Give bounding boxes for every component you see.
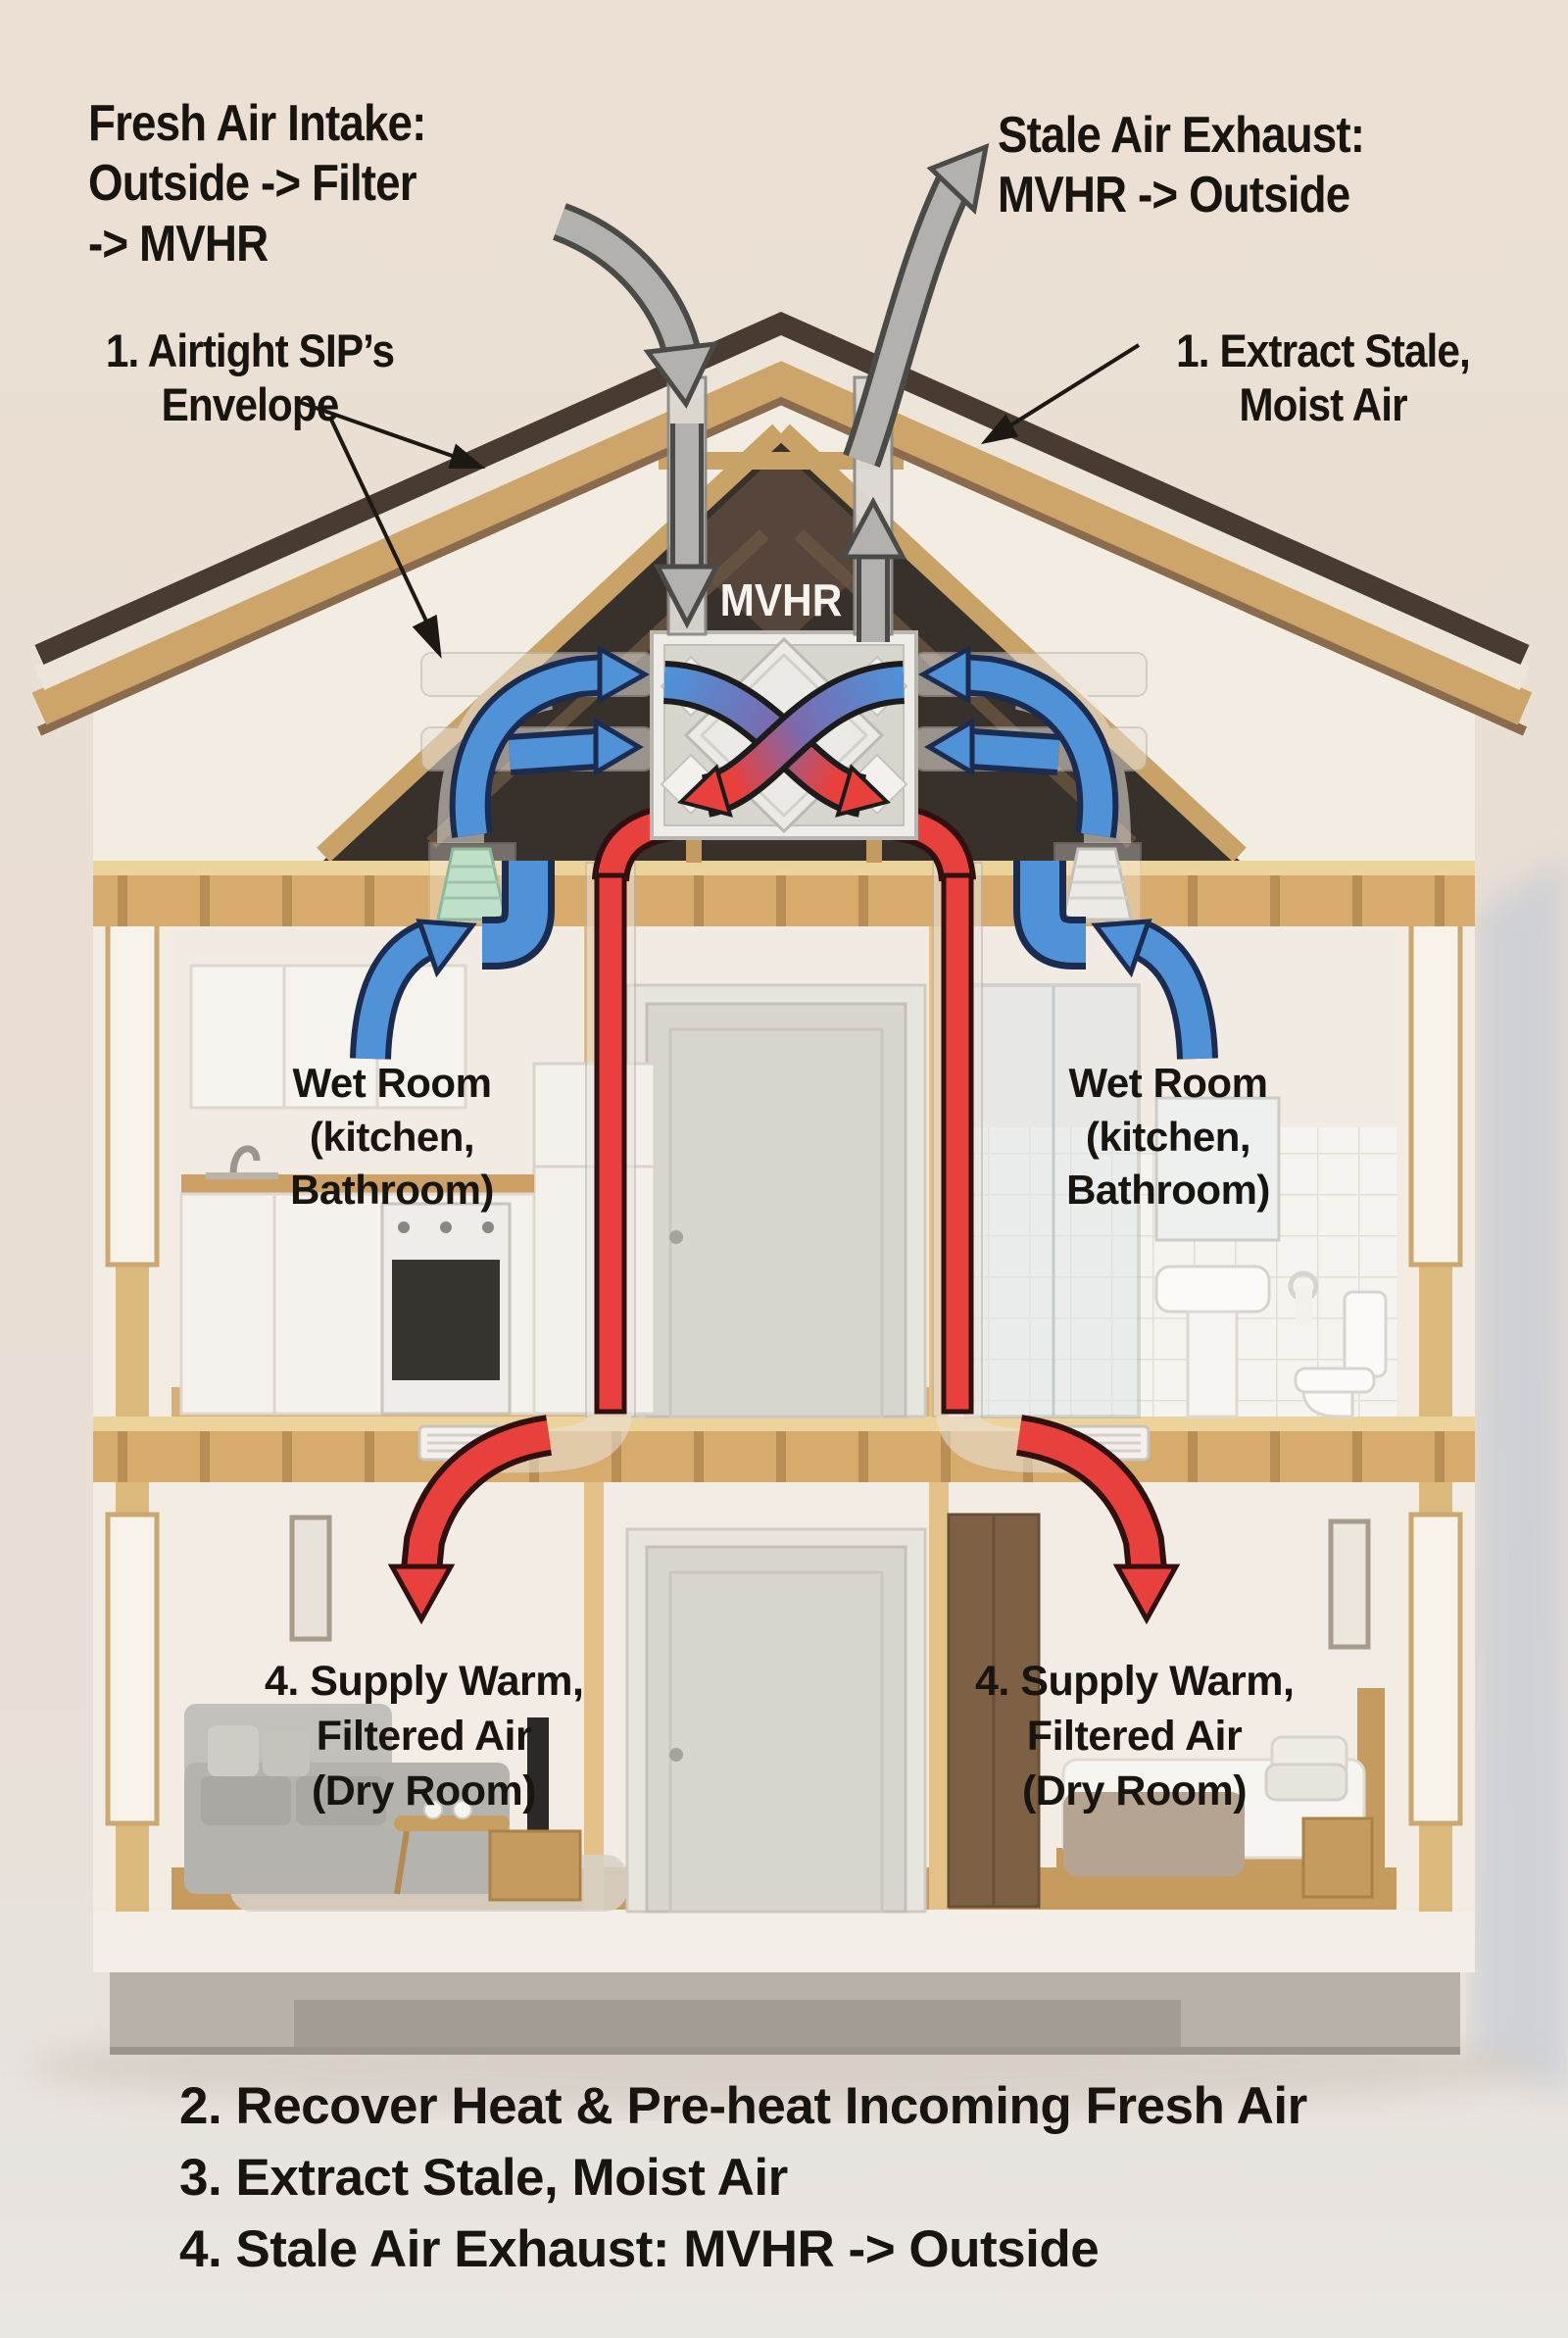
intake-filter-cone — [428, 842, 516, 924]
nightstand — [1301, 1816, 1374, 1899]
tv-cabinet — [488, 1829, 582, 1902]
bathroom — [949, 983, 1396, 1418]
wet-room-label-right: Wet Room (kitchen, Bathroom) — [1051, 1057, 1286, 1218]
toilet — [1294, 1290, 1388, 1418]
sink-basin — [1154, 1265, 1271, 1314]
legend-item: 2. Recover Heat & Pre-heat Incoming Fres… — [179, 2077, 1307, 2135]
kitchen-upper-cabinets — [189, 964, 467, 1110]
left-window-upper — [105, 919, 160, 1268]
mid-floor — [93, 1417, 1475, 1482]
label-line: Wet Room — [292, 1060, 492, 1106]
fresh-air-duct-arrow — [653, 423, 721, 629]
mvhr-unit — [650, 630, 918, 863]
wall-picture-left — [289, 1515, 332, 1642]
label-line: MVHR -> Outside — [998, 167, 1350, 224]
label-line: Stale Air Exhaust: — [998, 107, 1365, 164]
roof-sip-band — [33, 332, 1531, 690]
label-line: Fresh Air Intake: — [88, 95, 426, 152]
foundation — [93, 1910, 1475, 2055]
pillow — [1264, 1763, 1348, 1802]
roof-shingles — [34, 311, 1530, 666]
supply-arrow-living-room — [387, 1415, 553, 1625]
attic-floor — [93, 861, 1475, 926]
roof-rafter-band — [31, 358, 1533, 725]
airtight-envelope-label: 1. Airtight SIP’s Envelope — [78, 323, 422, 432]
bedroom — [1056, 1518, 1385, 1900]
wardrobe — [947, 1513, 1041, 1909]
exhaust-duct-arrow — [839, 496, 907, 642]
extract-duct-left — [482, 861, 555, 970]
label-line: Envelope — [161, 378, 340, 431]
door-handle — [669, 1748, 683, 1762]
sofa-pillow — [263, 1731, 310, 1776]
label-line: Bathroom) — [290, 1167, 494, 1214]
towel — [1296, 1286, 1312, 1325]
label-line: Wet Room — [1068, 1060, 1268, 1106]
lower-partition-left — [584, 1482, 604, 1910]
roof — [31, 311, 1533, 736]
extract-pointer — [1005, 343, 1141, 429]
left-window-lower — [105, 1512, 160, 1826]
door-handle — [669, 1230, 683, 1244]
pointer-arrows — [298, 343, 1141, 659]
tv — [527, 1717, 549, 1833]
living-room — [184, 1515, 627, 1912]
extract-arrow-kitchen — [350, 919, 477, 1060]
legend-item: 3. Extract Stale, Moist Air — [179, 2149, 788, 2207]
label-line: Moist Air — [1239, 378, 1407, 431]
legend-item: 4. Stale Air Exhaust: MVHR -> Outside — [179, 2220, 1100, 2278]
process-steps-legend: 2. Recover Heat & Pre-heat Incoming Fres… — [179, 2070, 1307, 2285]
fresh-air-intake-label: Fresh Air Intake: Outside -> Filter -> M… — [88, 94, 426, 274]
label-line: 4. Supply Warm, — [975, 1658, 1295, 1705]
fresh-flow-into-unit-left — [449, 644, 651, 839]
stale-air-exhaust-arrow — [843, 143, 990, 468]
stale-air-exhaust-label: Stale Air Exhaust: MVHR -> Outside — [998, 106, 1365, 226]
bed — [1056, 1688, 1385, 1900]
label-line: Bathroom) — [1066, 1167, 1270, 1214]
blanket — [1063, 1792, 1245, 1876]
fresh-air-intake-arrow — [552, 203, 719, 409]
kitchen-faucet — [229, 1145, 261, 1175]
lower-partition-right — [929, 1482, 949, 1910]
label-line: (kitchen, — [1085, 1113, 1251, 1160]
left-wall — [93, 627, 172, 1912]
label-line: (Dry Room) — [1021, 1766, 1248, 1815]
wet-room-label-left: Wet Room (kitchen, Bathroom) — [274, 1057, 510, 1218]
mvhr-unit-label: MVHR — [719, 574, 843, 625]
sink-pedestal — [1186, 1310, 1239, 1418]
exhaust-cone — [1054, 842, 1142, 924]
wall-picture-right — [1328, 1518, 1371, 1650]
right-window-lower — [1408, 1512, 1463, 1826]
label-line: 4. Supply Warm, — [265, 1658, 584, 1705]
sofa-pillow — [208, 1725, 259, 1776]
extract-stale-label: 1. Extract Stale, Moist Air — [1147, 323, 1499, 432]
label-line: 1. Extract Stale, — [1176, 324, 1471, 376]
envelope-pointer-2 — [329, 419, 431, 628]
sofa — [184, 1704, 510, 1894]
right-window-upper — [1408, 919, 1463, 1268]
label-line: Filtered Air — [316, 1712, 532, 1760]
label-line: (Dry Room) — [311, 1766, 537, 1815]
label-line: (kitchen, — [309, 1113, 475, 1160]
house-cast-shadow — [1475, 853, 1568, 2098]
stale-flow-into-unit-right — [917, 644, 1119, 839]
heat-exchange-flow-right-to-left — [677, 661, 906, 818]
extract-duct-right — [1013, 861, 1086, 970]
oven — [380, 1202, 512, 1416]
label-line: -> MVHR — [88, 215, 269, 273]
supply-label-left: 4. Supply Warm, Filtered Air (Dry Room) — [265, 1655, 584, 1819]
kitchen-sink — [206, 1172, 278, 1179]
upper-hallway-door — [625, 983, 927, 1418]
extract-arrow-bathroom — [1091, 919, 1218, 1060]
label-line: Filtered Air — [1026, 1712, 1243, 1760]
kitchen — [179, 964, 657, 1416]
supply-label-right: 4. Supply Warm, Filtered Air (Dry Room) — [975, 1655, 1295, 1819]
bathroom-mirror — [1154, 1096, 1281, 1242]
envelope-pointer-1 — [298, 400, 462, 461]
label-line: Outside -> Filter — [88, 155, 417, 213]
supply-arrow-bedroom — [1015, 1415, 1181, 1625]
lower-hallway-door — [625, 1527, 927, 1914]
label-line: 1. Airtight SIP’s — [105, 324, 395, 376]
